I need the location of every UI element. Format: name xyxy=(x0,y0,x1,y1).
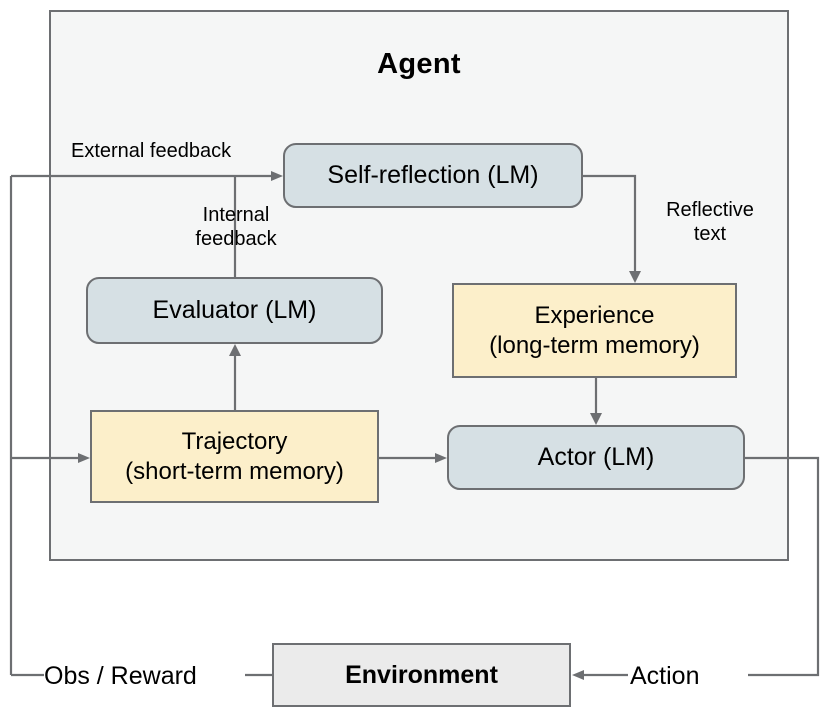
node-trajectory-label-line2: (short-term memory) xyxy=(125,457,344,485)
edge-action-to-env-arrowhead xyxy=(572,670,584,680)
page-title: Agent xyxy=(377,48,461,80)
node-trajectory-label-line1: Trajectory xyxy=(181,428,288,456)
node-evaluator[interactable]: Evaluator (LM) xyxy=(86,277,383,344)
node-actor[interactable]: Actor (LM) xyxy=(447,425,745,490)
label-external-feedback: External feedback xyxy=(71,140,232,162)
node-self-reflection[interactable]: Self-reflection (LM) xyxy=(283,143,583,208)
node-environment[interactable]: Environment xyxy=(272,643,571,707)
node-experience[interactable]: Experience (long-term memory) xyxy=(452,283,737,378)
label-action: Action xyxy=(630,662,700,690)
node-evaluator-label: Evaluator (LM) xyxy=(152,296,317,325)
label-reflective-text: Reflective text xyxy=(666,199,754,246)
node-experience-label-line1: Experience xyxy=(534,302,655,330)
node-environment-label: Environment xyxy=(345,660,498,689)
node-experience-label-line2: (long-term memory) xyxy=(489,331,700,359)
label-obs-reward: Obs / Reward xyxy=(44,662,197,690)
node-trajectory[interactable]: Trajectory (short-term memory) xyxy=(90,410,379,503)
node-actor-label: Actor (LM) xyxy=(537,443,655,472)
label-internal-feedback: Internal feedback xyxy=(195,204,277,251)
node-self-reflection-label: Self-reflection (LM) xyxy=(327,161,539,190)
